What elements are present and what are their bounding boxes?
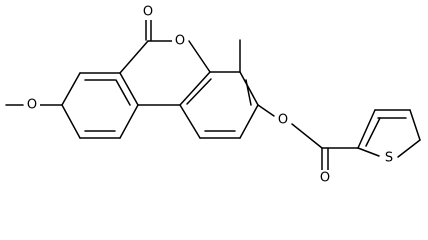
- bond: [119, 40, 149, 74]
- atom-carbonyl-oxygen: O: [140, 4, 156, 20]
- atom-label: O: [320, 171, 330, 186]
- atom-thiophene-sulfur: S: [381, 150, 397, 166]
- bond: [357, 147, 380, 157]
- atom-methoxy-oxygen: O: [24, 97, 40, 113]
- bond: [239, 104, 259, 139]
- atom-label: O: [27, 98, 37, 113]
- bond: [365, 117, 381, 147]
- bond: [357, 109, 376, 149]
- bond: [188, 40, 211, 73]
- atom-label: O: [278, 113, 288, 128]
- atom-label: O: [175, 34, 185, 49]
- atom-labels: O O O O O S: [24, 4, 397, 186]
- bond: [409, 109, 421, 141]
- bond: [61, 104, 81, 139]
- atom-label: S: [385, 151, 393, 166]
- bond: [119, 104, 139, 139]
- bond: [239, 71, 259, 106]
- bond: [61, 72, 81, 106]
- bonds: [5, 18, 421, 171]
- bond: [186, 78, 212, 105]
- bond: [115, 79, 131, 106]
- bond: [257, 104, 275, 117]
- atom-label: O: [143, 5, 153, 20]
- bond: [291, 123, 323, 149]
- molecule-structure: O O O O O S: [5, 4, 421, 186]
- bond: [179, 104, 201, 139]
- atom-ester-carbonyl-oxygen: O: [317, 170, 333, 186]
- atom-ester-oxygen: O: [275, 112, 291, 128]
- bond: [397, 139, 421, 158]
- bond: [119, 72, 139, 106]
- bond: [179, 71, 211, 106]
- bond: [245, 79, 252, 106]
- atom-ring-oxygen: O: [172, 33, 188, 49]
